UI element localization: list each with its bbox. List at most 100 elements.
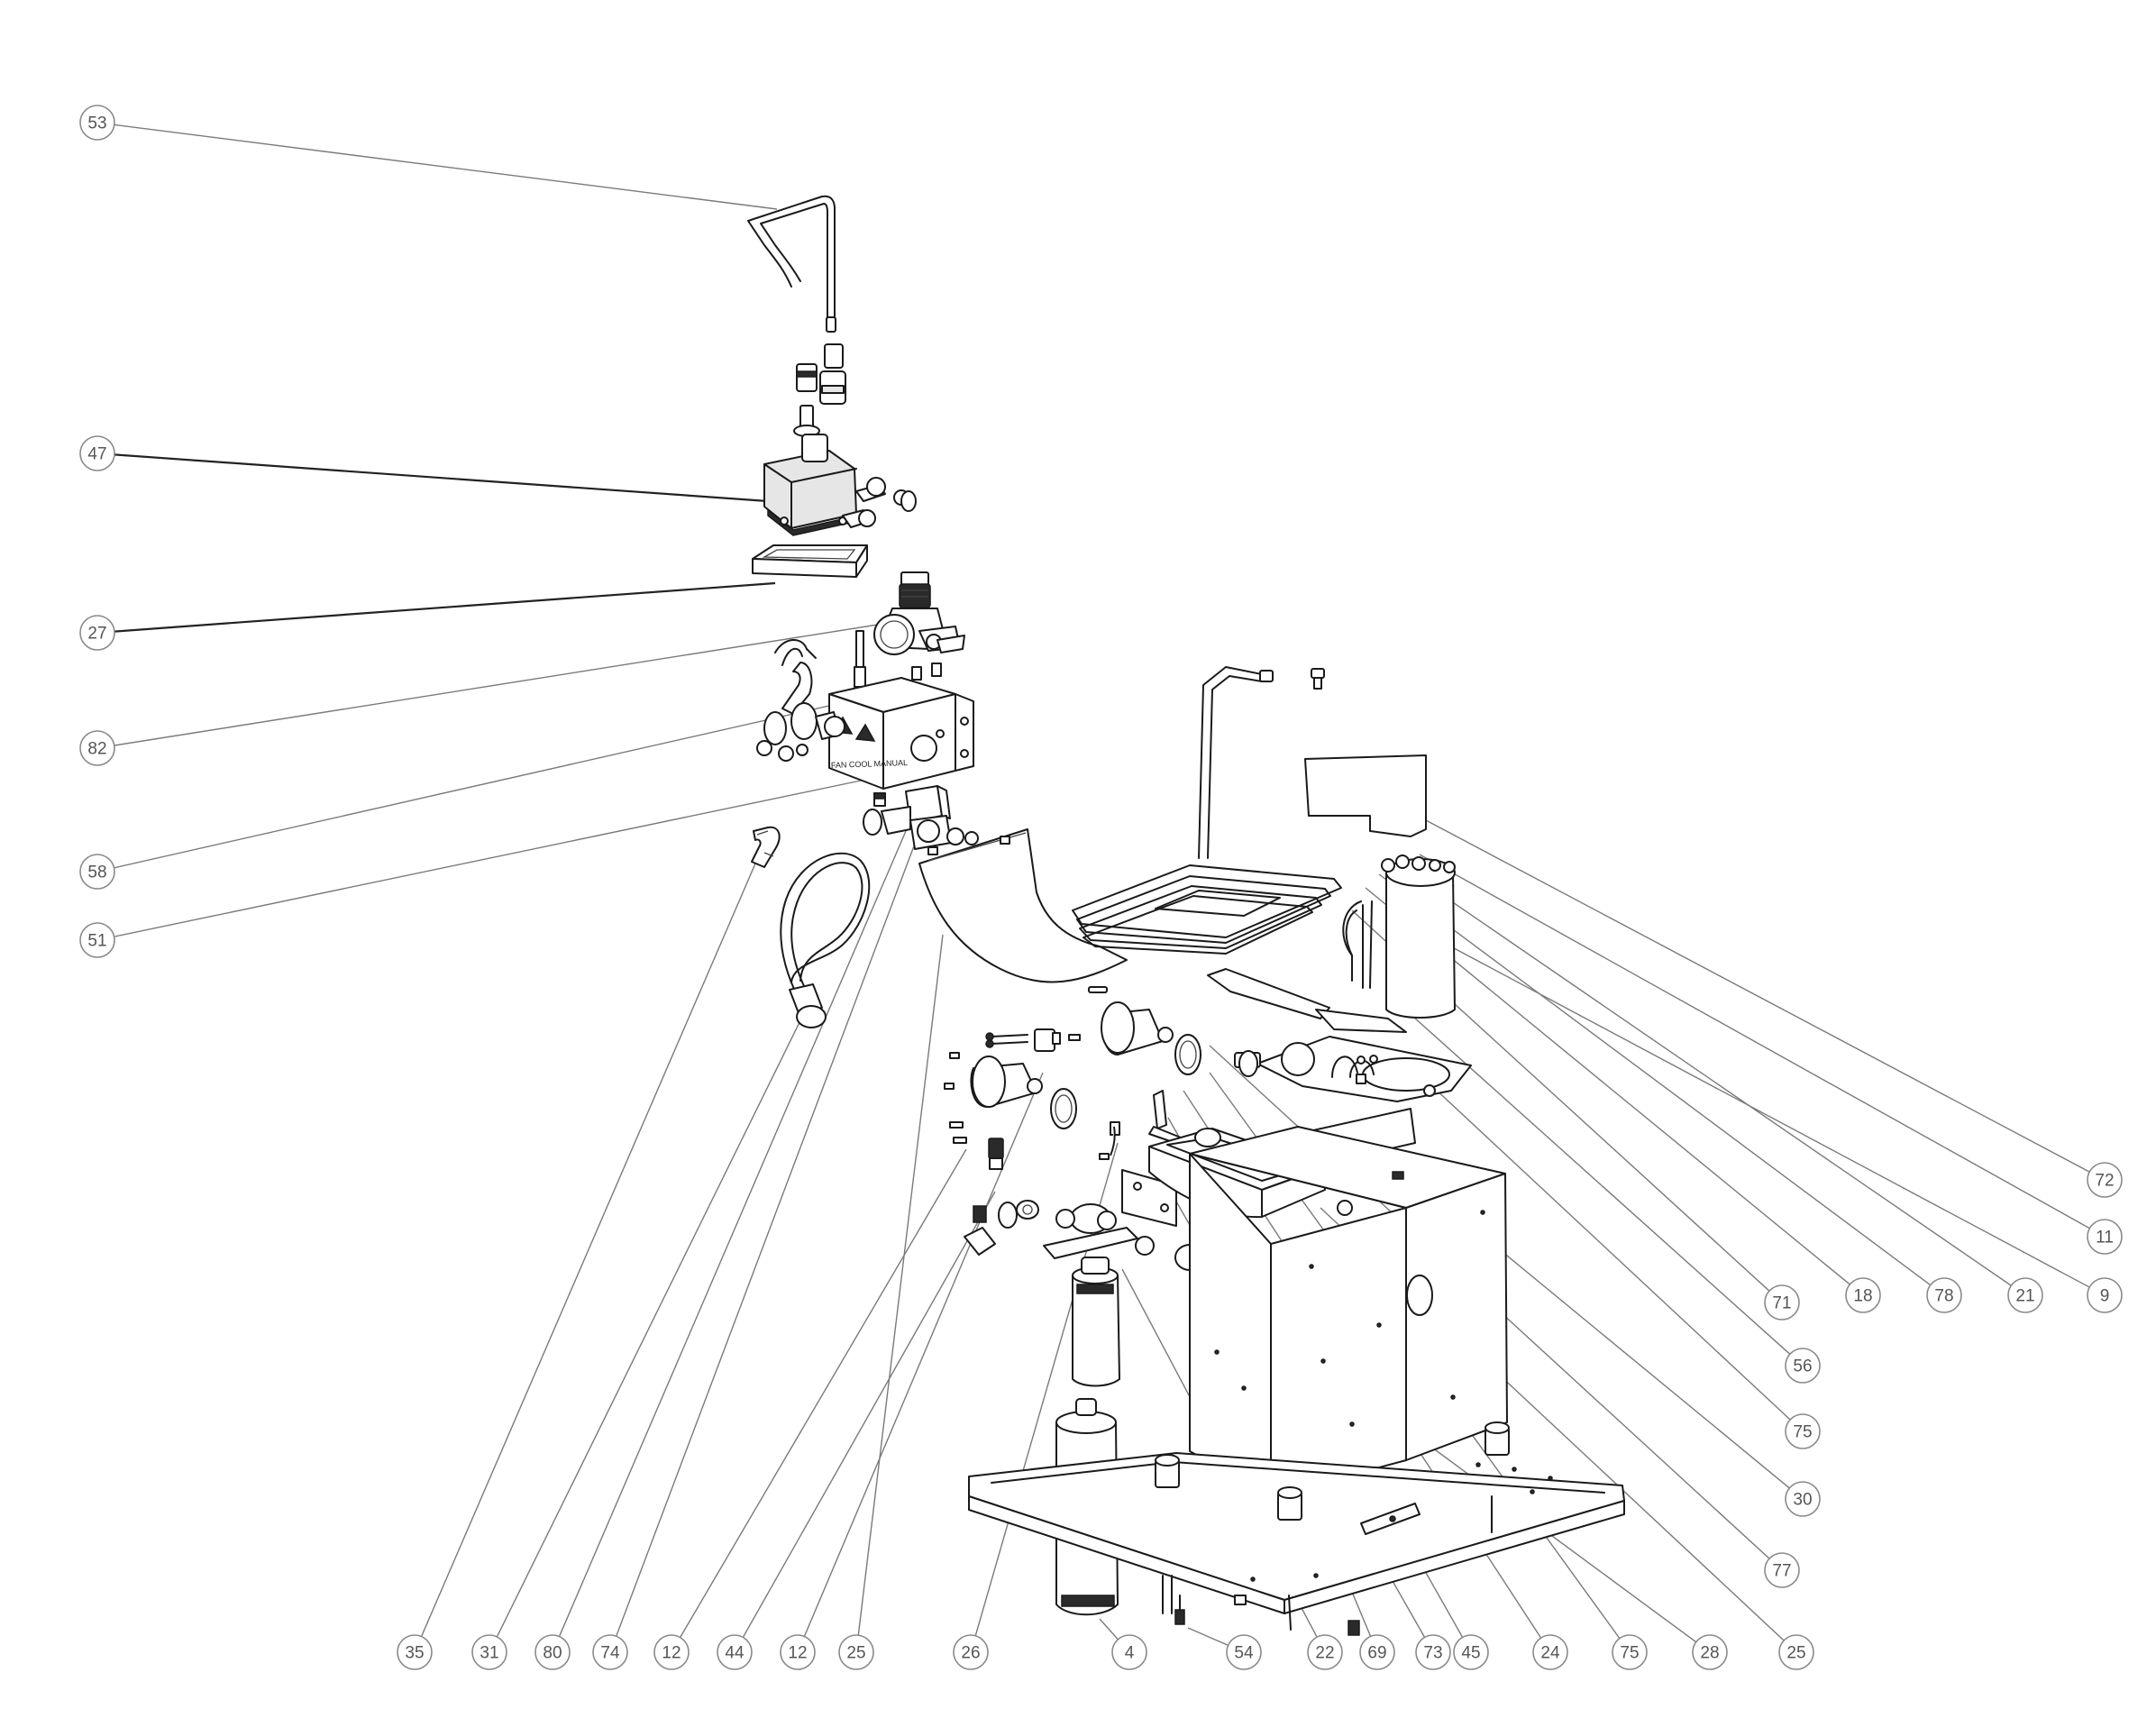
callout-number: 75 bbox=[1793, 1423, 1812, 1442]
callout-number: 31 bbox=[480, 1644, 498, 1663]
callout-circle bbox=[1612, 1634, 1648, 1670]
callout-circle bbox=[717, 1634, 753, 1670]
callout-number: 51 bbox=[87, 932, 106, 951]
part-coiled-hose bbox=[780, 852, 871, 1028]
callout-number: 25 bbox=[1786, 1644, 1805, 1663]
callout-number: 54 bbox=[1234, 1644, 1254, 1663]
leader-c11 bbox=[1419, 854, 2090, 1229]
callout-number: 30 bbox=[1793, 1491, 1812, 1510]
part-fittings-top bbox=[793, 343, 846, 437]
leader-c4 bbox=[1099, 1618, 1119, 1640]
callout-circle bbox=[1453, 1634, 1489, 1670]
callout-number: 80 bbox=[543, 1644, 562, 1663]
callout-c12a: 12 bbox=[653, 1634, 690, 1670]
callout-number: 44 bbox=[725, 1644, 745, 1663]
callout-number: 56 bbox=[1793, 1357, 1812, 1376]
callout-c80: 80 bbox=[534, 1634, 571, 1670]
leader-c25a bbox=[857, 934, 944, 1636]
callout-number: 35 bbox=[405, 1644, 424, 1663]
callout-c75a: 75 bbox=[1785, 1413, 1821, 1449]
callout-circle bbox=[1226, 1634, 1262, 1670]
callout-c72: 72 bbox=[2087, 1162, 2123, 1198]
part-clamps bbox=[756, 702, 845, 762]
callout-c25a: 25 bbox=[838, 1634, 874, 1670]
leader-c75a bbox=[1432, 1086, 1791, 1421]
leader-c53 bbox=[114, 123, 778, 210]
part-bottom-screws bbox=[1174, 1595, 1360, 1636]
part-cylinder-tank bbox=[1342, 854, 1456, 1019]
callout-c44: 44 bbox=[717, 1634, 753, 1670]
callout-c53: 53 bbox=[79, 105, 115, 141]
leader-c9 bbox=[1443, 942, 2090, 1288]
callout-circle bbox=[838, 1634, 874, 1670]
callout-circle bbox=[471, 1634, 507, 1670]
callout-c9: 9 bbox=[2087, 1277, 2123, 1313]
callout-number: 72 bbox=[2095, 1172, 2114, 1191]
callout-number: 58 bbox=[87, 864, 106, 882]
callout-c24: 24 bbox=[1532, 1634, 1568, 1670]
part-label-plate bbox=[1304, 754, 1427, 837]
leader-c54 bbox=[1187, 1627, 1229, 1647]
callout-number: 28 bbox=[1700, 1644, 1719, 1663]
callout-circle bbox=[1785, 1348, 1821, 1384]
leader-c80 bbox=[558, 830, 907, 1637]
callout-c54: 54 bbox=[1226, 1634, 1262, 1670]
callout-circle bbox=[1415, 1634, 1451, 1670]
callout-circle bbox=[1764, 1552, 1800, 1588]
part-main-cabinet bbox=[1189, 1126, 1508, 1497]
callout-circle bbox=[79, 730, 115, 766]
callout-circle bbox=[1692, 1634, 1728, 1670]
callout-c78: 78 bbox=[1926, 1277, 1962, 1313]
part-bracket-plate bbox=[1121, 1169, 1177, 1227]
callout-circle bbox=[2007, 1277, 2043, 1313]
leader-c58 bbox=[114, 700, 850, 869]
leader-c82 bbox=[114, 623, 884, 746]
callout-circle bbox=[534, 1634, 571, 1670]
callout-circle bbox=[1764, 1284, 1800, 1321]
part-solenoid-valve bbox=[863, 785, 1002, 852]
callout-number: 12 bbox=[662, 1644, 681, 1663]
callout-c4: 4 bbox=[1111, 1634, 1147, 1670]
callout-number: 77 bbox=[1772, 1562, 1791, 1581]
leader-c74 bbox=[616, 843, 916, 1637]
leader-c21 bbox=[1401, 866, 2012, 1286]
callout-circle bbox=[953, 1634, 989, 1670]
callout-number: 73 bbox=[1423, 1644, 1442, 1663]
fan-cover-label: FAN COOL MANUAL bbox=[831, 758, 908, 770]
leader-c56 bbox=[1412, 1016, 1791, 1355]
callout-circle bbox=[2087, 1162, 2123, 1198]
callout-c30: 30 bbox=[1785, 1481, 1821, 1517]
part-elbow-hoses bbox=[774, 630, 942, 715]
callout-circle bbox=[79, 615, 115, 651]
callout-c35: 35 bbox=[397, 1634, 433, 1670]
callout-circle bbox=[1778, 1634, 1814, 1670]
callout-c21: 21 bbox=[2007, 1277, 2043, 1313]
callout-number: 24 bbox=[1540, 1644, 1560, 1663]
callout-circle bbox=[780, 1634, 816, 1670]
callout-circle bbox=[592, 1634, 628, 1670]
callout-number: 53 bbox=[87, 114, 106, 133]
leader-c27 bbox=[114, 581, 776, 633]
callout-number: 47 bbox=[87, 445, 106, 464]
callout-number: 74 bbox=[600, 1644, 620, 1663]
callout-circle bbox=[1845, 1277, 1881, 1313]
callout-circle bbox=[1307, 1634, 1343, 1670]
leader-c35 bbox=[420, 842, 765, 1637]
callout-circle bbox=[1532, 1634, 1568, 1670]
leader-c78 bbox=[1378, 873, 1932, 1286]
callout-number: 45 bbox=[1461, 1644, 1480, 1663]
callout-circle bbox=[1785, 1481, 1821, 1517]
part-filter-head bbox=[1043, 1090, 1205, 1271]
callout-c77: 77 bbox=[1764, 1552, 1800, 1588]
callout-c22: 22 bbox=[1307, 1634, 1343, 1670]
callout-c12b: 12 bbox=[780, 1634, 816, 1670]
callout-c56: 56 bbox=[1785, 1348, 1821, 1384]
callout-number: 78 bbox=[1934, 1287, 1953, 1306]
leader-c47 bbox=[114, 453, 769, 503]
leader-c12b bbox=[803, 1072, 1044, 1637]
callout-c11: 11 bbox=[2087, 1219, 2123, 1255]
callout-circle bbox=[79, 105, 115, 141]
callout-labels: 5347278258517211921781871567530772528752… bbox=[79, 105, 2123, 1670]
callout-c26: 26 bbox=[953, 1634, 989, 1670]
